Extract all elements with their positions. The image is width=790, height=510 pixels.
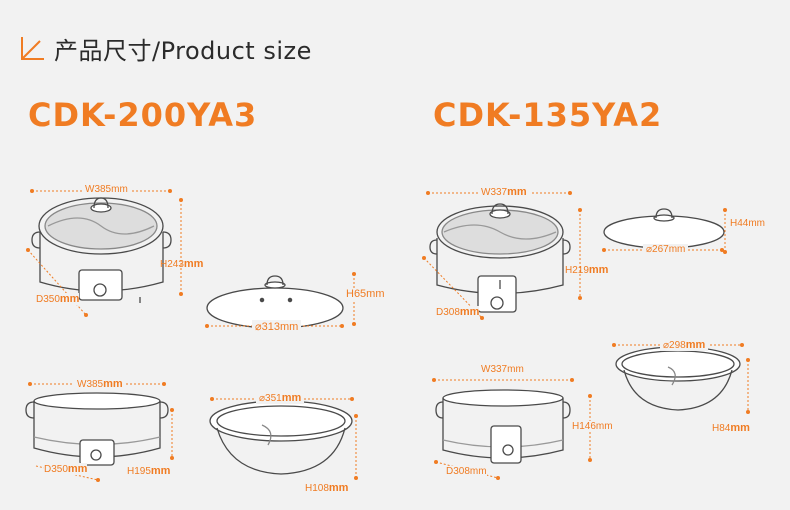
dim-side-height-left: H195mm	[127, 465, 171, 477]
corner-arrow-icon	[21, 37, 44, 60]
dim-top-depth-left: D350mm	[36, 293, 80, 305]
pot-left	[209, 400, 353, 475]
dim-pot-diameter-right: ⌀298mm	[660, 339, 709, 351]
lid-left	[206, 275, 344, 329]
dim-lid-height-left: H65mm	[346, 288, 385, 300]
page-title: 产品尺寸/Product size	[54, 36, 312, 65]
dim-lid-diameter-right: ⌀267mm	[643, 244, 689, 255]
dim-top-height-right: H219mm	[565, 264, 609, 276]
dim-pot-height-right: H84mm	[712, 422, 750, 434]
dim-side-height-right: H146mm	[572, 421, 613, 432]
cooker-side-view-left	[25, 392, 169, 466]
dim-pot-diameter-left: ⌀351mm	[256, 392, 305, 404]
dim-lid-height-right: H44mm	[730, 218, 766, 229]
lid-right	[603, 208, 725, 249]
dim-side-depth-left: D350mm	[44, 463, 88, 475]
cooker-side-view-right	[435, 389, 571, 464]
cooker-top-view-right	[429, 203, 571, 313]
model-name-cdk-135ya2: CDK-135YA2	[433, 96, 663, 134]
dim-side-width-left: W385mm	[74, 378, 126, 390]
dim-top-width-right: W337mm	[478, 186, 530, 198]
dim-top-width-left: W385mm	[83, 184, 130, 195]
dim-lid-diameter-left: ⌀313mm	[252, 320, 302, 333]
cooker-top-view-left	[31, 197, 172, 303]
dim-side-width-right: W337mm	[478, 364, 527, 375]
page-header: 产品尺寸/Product size	[18, 28, 312, 68]
dim-top-height-left: H243mm	[160, 258, 204, 270]
dim-side-depth-right: D308mm	[446, 466, 487, 477]
dim-top-depth-right: D308mm	[436, 306, 480, 318]
dim-pot-height-left: H108mm	[305, 482, 349, 494]
pot-right	[615, 346, 741, 411]
model-name-cdk-200ya3: CDK-200YA3	[28, 96, 258, 134]
